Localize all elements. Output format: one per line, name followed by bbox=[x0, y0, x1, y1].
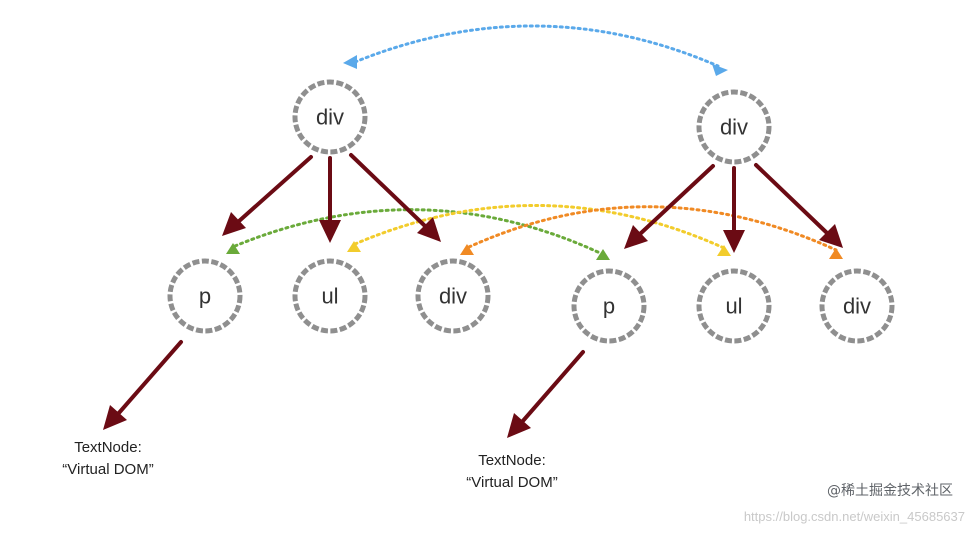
edge-right-p-text bbox=[520, 350, 585, 424]
arc-root-comparison bbox=[353, 24, 720, 68]
node-right-div: div bbox=[819, 268, 895, 344]
text-node-right: TextNode: “Virtual DOM” bbox=[466, 452, 557, 491]
arc-root-head-right bbox=[712, 64, 728, 76]
edge-right-root-ul-head bbox=[723, 230, 745, 253]
edge-right-root-p-head bbox=[624, 225, 648, 249]
node-left-div-label: div bbox=[439, 284, 467, 309]
node-left-root: div bbox=[292, 79, 368, 155]
comparison-arcs bbox=[226, 24, 843, 260]
node-left-p: p bbox=[167, 258, 243, 334]
node-right-root: div bbox=[696, 89, 772, 165]
watermark-brand: @稀土掘金技术社区 bbox=[827, 483, 953, 499]
tree-edges bbox=[103, 153, 843, 438]
edge-left-p-text bbox=[116, 340, 183, 416]
edge-right-p-text-head bbox=[507, 413, 531, 438]
node-left-ul-label: ul bbox=[321, 284, 338, 309]
arc-p-head-right bbox=[596, 249, 610, 260]
arc-root-head-left bbox=[343, 55, 357, 69]
arc-ul-comparison bbox=[353, 204, 726, 250]
node-left-div: div bbox=[415, 258, 491, 334]
edge-right-root-p bbox=[638, 164, 715, 236]
text-node-right-line2: “Virtual DOM” bbox=[466, 474, 557, 491]
text-node-left: TextNode: “Virtual DOM” bbox=[62, 439, 153, 478]
edge-left-p-text-head bbox=[103, 405, 127, 430]
node-left-p-label: p bbox=[199, 284, 211, 309]
node-left-ul: ul bbox=[292, 258, 368, 334]
edge-left-root-ul-head bbox=[319, 220, 341, 243]
node-right-ul-label: ul bbox=[725, 294, 742, 319]
arc-ul-head-right bbox=[717, 245, 731, 256]
edge-right-root-div-head bbox=[819, 224, 843, 248]
edge-left-root-p-head bbox=[222, 212, 246, 236]
arc-p-comparison bbox=[233, 208, 602, 255]
arc-ul-head-left bbox=[347, 241, 361, 252]
node-right-ul: ul bbox=[696, 268, 772, 344]
text-node-right-line1: TextNode: bbox=[478, 452, 546, 469]
tree-nodes: div p ul div div p ul div bbox=[167, 79, 895, 344]
watermark-url: https://blog.csdn.net/weixin_45685637 bbox=[743, 509, 965, 524]
node-right-div-label: div bbox=[843, 294, 871, 319]
arc-div-head-left bbox=[460, 244, 474, 255]
edge-left-root-p bbox=[236, 155, 313, 224]
node-right-root-label: div bbox=[720, 115, 748, 140]
arc-div-comparison bbox=[467, 205, 838, 252]
text-node-left-line1: TextNode: bbox=[74, 439, 142, 456]
node-left-root-label: div bbox=[316, 105, 344, 130]
arc-div-head-right bbox=[829, 248, 843, 259]
edge-left-root-div bbox=[349, 153, 427, 228]
arc-p-head-left bbox=[226, 243, 240, 254]
node-right-p: p bbox=[571, 268, 647, 344]
text-node-left-line2: “Virtual DOM” bbox=[62, 461, 153, 478]
edge-left-root-div-head bbox=[417, 217, 441, 242]
node-right-p-label: p bbox=[603, 294, 615, 319]
edge-right-root-div bbox=[754, 163, 829, 235]
